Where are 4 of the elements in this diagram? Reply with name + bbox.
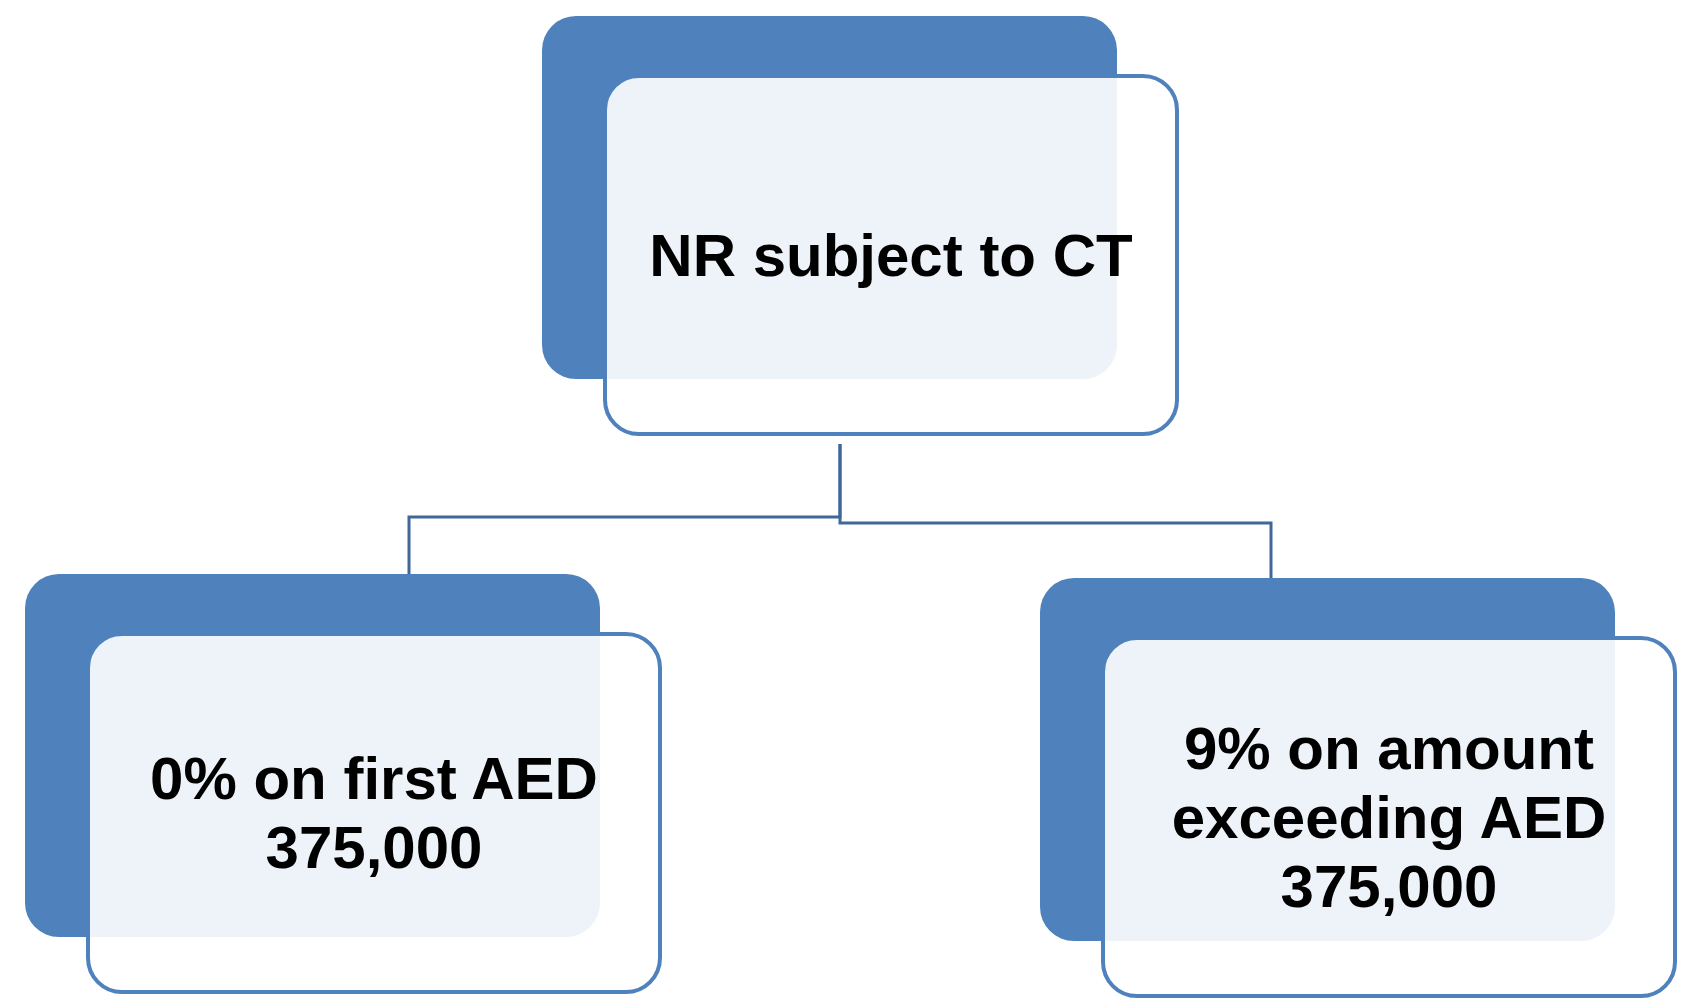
node-text: NR subject to CT: [649, 220, 1133, 290]
node-text: 0% on first AED 375,000: [149, 744, 599, 882]
connector-line: [838, 444, 1273, 578]
node-text: 9% on amount exceeding AED 375,000: [1170, 713, 1608, 921]
